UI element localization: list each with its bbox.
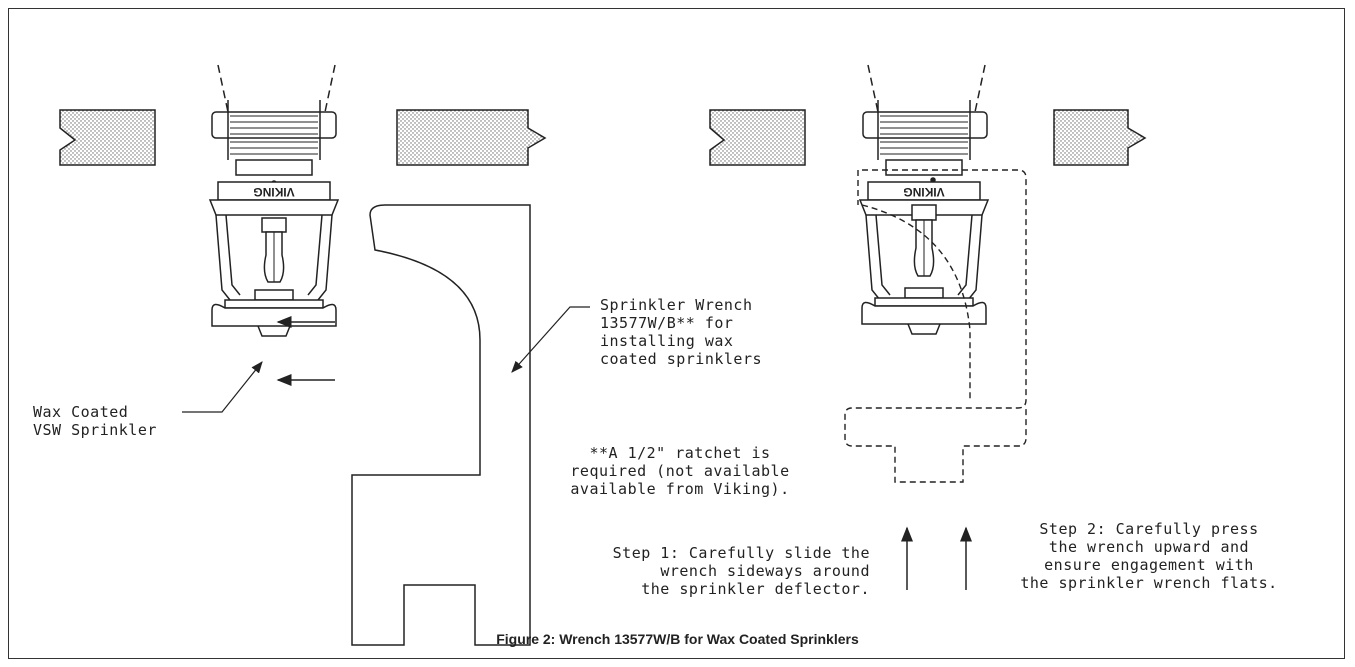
sprinkler-callout-label: Wax Coated VSW Sprinkler bbox=[33, 403, 157, 439]
figure-caption: Figure 2: Wrench 13577W/B for Wax Coated… bbox=[496, 631, 859, 647]
sprinkler-leader bbox=[182, 361, 263, 413]
left-sprinkler bbox=[208, 64, 340, 337]
right-ceiling-tiles bbox=[709, 109, 1147, 166]
step2-text: Step 2: Carefully press the wrench upwar… bbox=[1020, 520, 1278, 592]
ratchet-note: **A 1/2" ratchet is required (not availa… bbox=[570, 444, 790, 498]
wrench-callout-label: Sprinkler Wrench 13577W/B** for installi… bbox=[600, 296, 763, 368]
left-ceiling-tiles bbox=[59, 109, 547, 166]
step1-text: Step 1: Carefully slide the wrench sidew… bbox=[612, 544, 870, 598]
brand-left: VIKING bbox=[253, 185, 294, 199]
wrench-leader bbox=[511, 306, 590, 373]
wrench-solid bbox=[351, 204, 531, 646]
right-sprinkler bbox=[858, 64, 990, 335]
wrench-dashed bbox=[844, 169, 1027, 483]
brand-right: VIKING bbox=[903, 185, 944, 199]
figure-frame bbox=[8, 8, 1345, 659]
